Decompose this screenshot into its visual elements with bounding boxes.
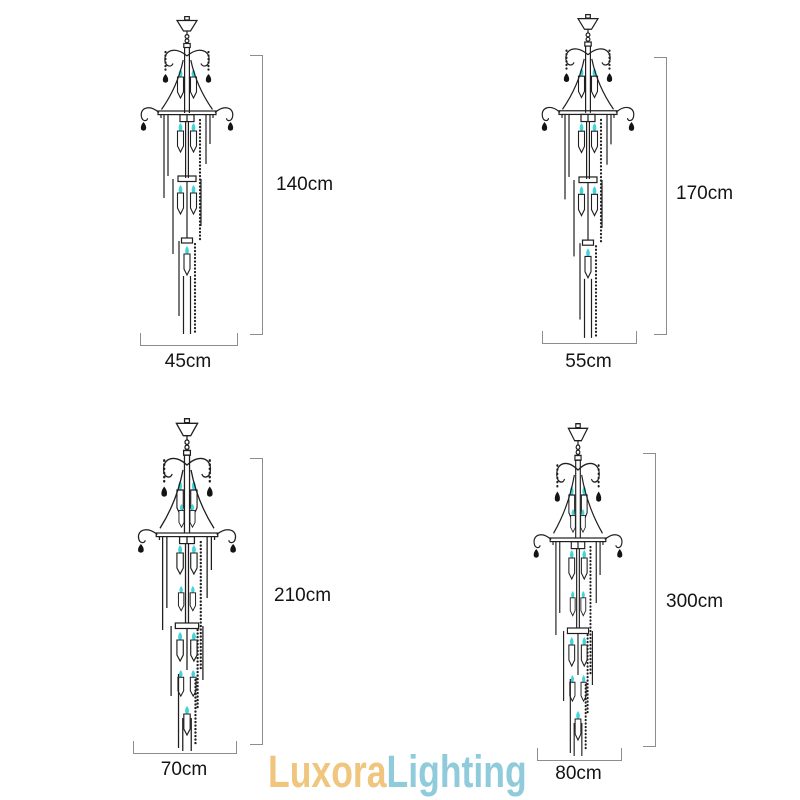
width-label-4: 80cm <box>555 763 602 784</box>
chandelier-diagram-2 <box>538 14 638 344</box>
height-label-2: 170cm <box>676 183 734 204</box>
brand-watermark: LuxoraLighting <box>268 749 527 794</box>
width-dimension-line-3 <box>133 741 237 754</box>
height-label-1: 140cm <box>276 174 334 195</box>
height-label-3: 210cm <box>274 585 332 606</box>
height-dimension-line-1 <box>250 55 263 335</box>
chandelier-diagram-3 <box>134 418 240 755</box>
width-label-2: 55cm <box>565 351 612 372</box>
chandelier-diagram-4 <box>530 423 626 760</box>
height-label-4: 300cm <box>666 591 724 612</box>
brand-watermark-primary: Luxora <box>268 746 387 797</box>
width-dimension-line-1 <box>140 333 238 346</box>
width-dimension-line-4 <box>537 748 622 761</box>
height-dimension-line-3 <box>250 458 263 745</box>
height-dimension-line-2 <box>654 57 667 335</box>
brand-watermark-secondary: Lighting <box>386 746 527 797</box>
width-label-3: 70cm <box>160 759 208 780</box>
chandelier-diagram-1 <box>137 16 237 340</box>
height-dimension-line-4 <box>643 453 656 747</box>
width-label-1: 45cm <box>164 351 212 372</box>
width-dimension-line-2 <box>542 331 637 344</box>
